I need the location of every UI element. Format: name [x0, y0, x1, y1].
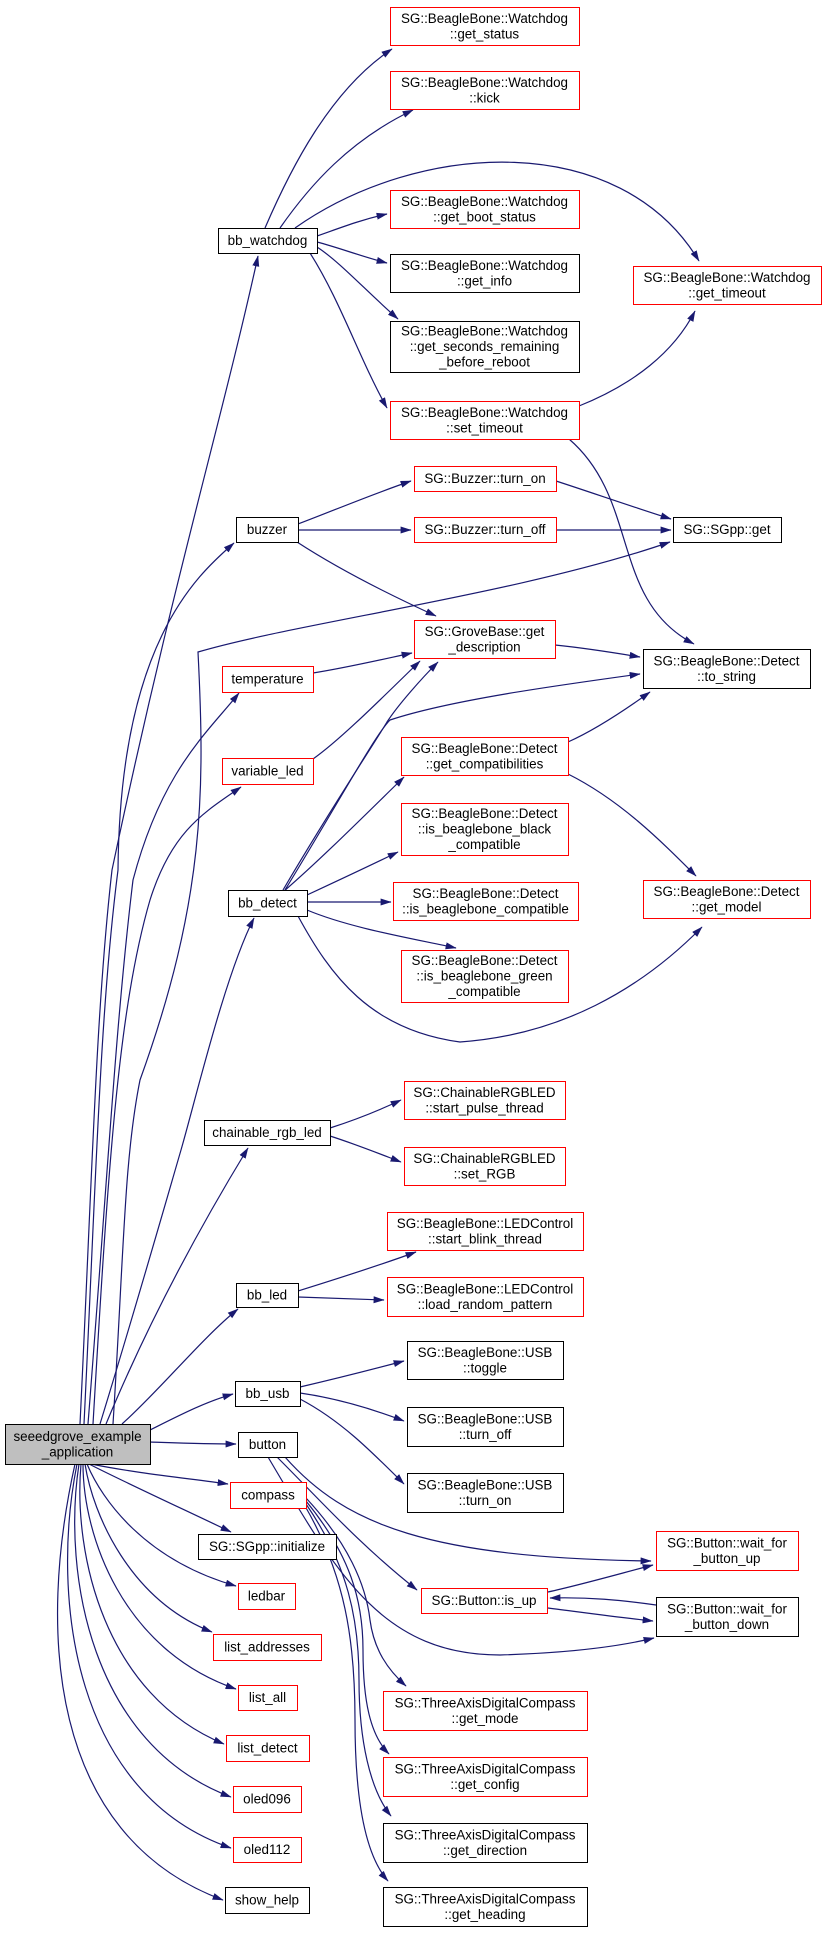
svg-text:SG::BeagleBone::Detect: SG::BeagleBone::Detect: [412, 953, 558, 968]
svg-text:::toggle: ::toggle: [463, 1360, 507, 1375]
svg-text:SG::BeagleBone::Detect: SG::BeagleBone::Detect: [413, 886, 559, 901]
svg-text:_application: _application: [41, 1444, 113, 1459]
svg-text:list_all: list_all: [249, 1690, 286, 1705]
svg-text:buzzer: buzzer: [247, 522, 288, 537]
svg-text:SG::BeagleBone::Detect: SG::BeagleBone::Detect: [412, 741, 558, 756]
svg-text:SG::ChainableRGBLED: SG::ChainableRGBLED: [413, 1151, 555, 1166]
svg-text:SG::BeagleBone::Watchdog: SG::BeagleBone::Watchdog: [401, 11, 568, 26]
svg-text:::is_beaglebone_compatible: ::is_beaglebone_compatible: [402, 901, 569, 916]
svg-text:SG::BeagleBone::Watchdog: SG::BeagleBone::Watchdog: [401, 258, 568, 273]
svg-text:compass: compass: [241, 1488, 295, 1503]
svg-text:SG::BeagleBone::USB: SG::BeagleBone::USB: [418, 1411, 553, 1426]
svg-text:::get_direction: ::get_direction: [443, 1843, 527, 1858]
svg-text:SG::BeagleBone::Watchdog: SG::BeagleBone::Watchdog: [644, 270, 811, 285]
svg-text:_compatible: _compatible: [447, 837, 520, 852]
svg-text:SG::BeagleBone::LEDControl: SG::BeagleBone::LEDControl: [397, 1281, 573, 1296]
svg-text:::get_heading: ::get_heading: [444, 1907, 525, 1922]
svg-text:SG::BeagleBone::Watchdog: SG::BeagleBone::Watchdog: [401, 194, 568, 209]
svg-text:list_detect: list_detect: [237, 1741, 298, 1756]
svg-text:::get_timeout: ::get_timeout: [688, 285, 766, 300]
svg-text:::get_seconds_remaining: ::get_seconds_remaining: [410, 339, 560, 354]
svg-text:SG::BeagleBone::Detect: SG::BeagleBone::Detect: [412, 806, 558, 821]
svg-text:::to_string: ::to_string: [697, 669, 756, 684]
svg-text:show_help: show_help: [235, 1893, 299, 1908]
svg-text:SG::BeagleBone::Watchdog: SG::BeagleBone::Watchdog: [401, 75, 568, 90]
svg-text:::is_beaglebone_black: ::is_beaglebone_black: [418, 822, 552, 837]
svg-text:SG::BeagleBone::Watchdog: SG::BeagleBone::Watchdog: [401, 324, 568, 339]
svg-text:SG::BeagleBone::Detect: SG::BeagleBone::Detect: [654, 653, 800, 668]
svg-text:bb_detect: bb_detect: [238, 896, 297, 911]
svg-text:::kick: ::kick: [469, 90, 500, 105]
svg-text:SG::Button::wait_for: SG::Button::wait_for: [667, 1601, 787, 1616]
svg-text:::start_blink_thread: ::start_blink_thread: [428, 1231, 542, 1246]
svg-text:_description: _description: [447, 639, 520, 654]
svg-text:::set_timeout: ::set_timeout: [446, 420, 523, 435]
svg-text:bb_watchdog: bb_watchdog: [228, 233, 308, 248]
svg-text:SG::BeagleBone::Watchdog: SG::BeagleBone::Watchdog: [401, 405, 568, 420]
svg-text:SG::SGpp::get: SG::SGpp::get: [683, 522, 770, 537]
svg-text:bb_led: bb_led: [247, 1288, 287, 1303]
svg-text:::is_beaglebone_green: ::is_beaglebone_green: [416, 969, 552, 984]
svg-text:::get_info: ::get_info: [457, 273, 512, 288]
svg-text:::get_compatibilities: ::get_compatibilities: [426, 756, 544, 771]
svg-text:SG::Buzzer::turn_on: SG::Buzzer::turn_on: [424, 471, 545, 486]
svg-text:ledbar: ledbar: [248, 1589, 286, 1604]
svg-text:::get_boot_status: ::get_boot_status: [433, 209, 536, 224]
svg-text:SG::BeagleBone::USB: SG::BeagleBone::USB: [418, 1345, 553, 1360]
svg-text:::get_config: ::get_config: [450, 1777, 519, 1792]
svg-text:SG::GroveBase::get: SG::GroveBase::get: [425, 624, 545, 639]
svg-text:::set_RGB: ::set_RGB: [454, 1166, 516, 1181]
svg-text:SG::ThreeAxisDigitalCompass: SG::ThreeAxisDigitalCompass: [395, 1761, 576, 1776]
svg-text:SG::ThreeAxisDigitalCompass: SG::ThreeAxisDigitalCompass: [395, 1695, 576, 1710]
svg-text:variable_led: variable_led: [231, 764, 303, 779]
svg-text:list_addresses: list_addresses: [224, 1640, 310, 1655]
svg-text:::get_mode: ::get_mode: [452, 1711, 519, 1726]
svg-text:::turn_on: ::turn_on: [459, 1493, 512, 1508]
svg-text:SG::BeagleBone::Detect: SG::BeagleBone::Detect: [654, 884, 800, 899]
svg-text:temperature: temperature: [231, 672, 303, 687]
svg-text:SG::Button::wait_for: SG::Button::wait_for: [667, 1535, 787, 1550]
svg-text:SG::Buzzer::turn_off: SG::Buzzer::turn_off: [424, 522, 545, 537]
svg-text:bb_usb: bb_usb: [246, 1386, 290, 1401]
svg-text:SG::BeagleBone::LEDControl: SG::BeagleBone::LEDControl: [397, 1216, 573, 1231]
svg-text:oled096: oled096: [243, 1792, 291, 1807]
svg-text:_button_down: _button_down: [684, 1617, 769, 1632]
svg-text:_compatible: _compatible: [447, 984, 520, 999]
svg-text:::load_random_pattern: ::load_random_pattern: [418, 1297, 553, 1312]
svg-text:chainable_rgb_led: chainable_rgb_led: [212, 1125, 321, 1140]
svg-text:SG::ThreeAxisDigitalCompass: SG::ThreeAxisDigitalCompass: [395, 1891, 576, 1906]
svg-text:SG::SGpp::initialize: SG::SGpp::initialize: [209, 1539, 325, 1554]
svg-text:button: button: [249, 1437, 286, 1452]
svg-text:::get_status: ::get_status: [450, 26, 520, 41]
svg-text:SG::ThreeAxisDigitalCompass: SG::ThreeAxisDigitalCompass: [395, 1827, 576, 1842]
svg-text:::turn_off: ::turn_off: [459, 1427, 512, 1442]
svg-text:_button_up: _button_up: [692, 1551, 760, 1566]
svg-text:_before_reboot: _before_reboot: [438, 355, 530, 370]
svg-text:oled112: oled112: [244, 1842, 291, 1857]
svg-text:SG::BeagleBone::USB: SG::BeagleBone::USB: [418, 1477, 553, 1492]
svg-text:::get_model: ::get_model: [692, 899, 762, 914]
svg-text:SG::ChainableRGBLED: SG::ChainableRGBLED: [413, 1085, 555, 1100]
svg-text:SG::Button::is_up: SG::Button::is_up: [432, 1593, 537, 1608]
svg-text:::start_pulse_thread: ::start_pulse_thread: [425, 1100, 543, 1115]
svg-text:seeedgrove_example: seeedgrove_example: [13, 1429, 141, 1444]
